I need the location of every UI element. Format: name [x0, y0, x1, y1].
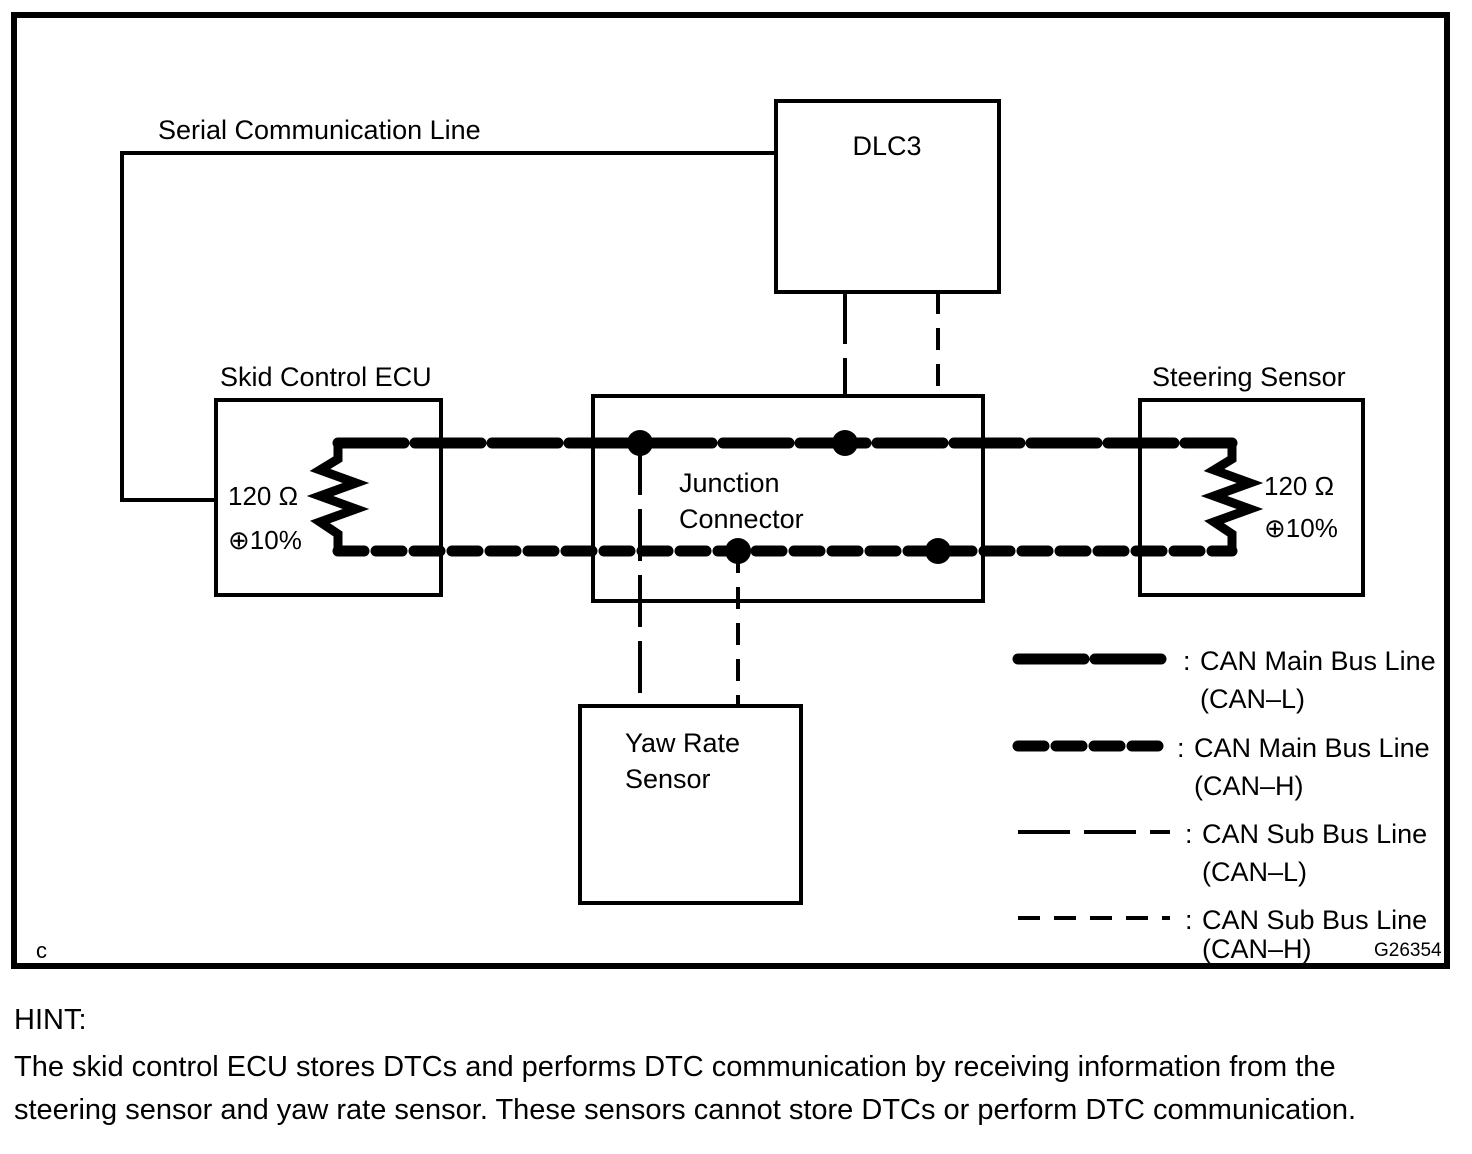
- hint-heading: HINT:: [14, 1004, 87, 1036]
- legend-separator-2: :: [1185, 819, 1193, 849]
- legend-label-2-line1: CAN Sub Bus Line: [1202, 819, 1427, 849]
- yaw-rate-sensor-label-line2: Sensor: [625, 764, 711, 794]
- yaw-rate-sensor-label-line1: Yaw Rate: [625, 728, 740, 758]
- skid-control-ecu-terminating-resistor: [306, 443, 370, 551]
- figure-code-label: G26354: [1374, 940, 1442, 961]
- skid-control-ecu-resistance-label: 120 Ω: [228, 481, 298, 511]
- junction-dot-can-l-yaw: [627, 430, 653, 456]
- steering-sensor-label: Steering Sensor: [1152, 362, 1346, 392]
- dlc3-label: DLC3: [852, 131, 921, 161]
- steering-sensor-box: [1138, 398, 1365, 597]
- hint-line-1: The skid control ECU stores DTCs and per…: [14, 1051, 1336, 1083]
- skid-control-ecu-tolerance-label: ⊕10%: [228, 525, 302, 555]
- hint-line-2: steering sensor and yaw rate sensor. The…: [14, 1094, 1356, 1126]
- legend-label-1-line2: (CAN–H): [1194, 771, 1304, 801]
- diagram-corner-mark: c: [36, 938, 47, 963]
- legend-separator-3: :: [1185, 905, 1193, 935]
- steering-sensor-resistance-label: 120 Ω: [1264, 471, 1334, 501]
- legend-label-3-line2: (CAN–H): [1202, 934, 1312, 964]
- junction-connector-box: [591, 394, 985, 603]
- diagram-frame: [11, 12, 1450, 969]
- legend-separator-1: :: [1177, 733, 1185, 763]
- legend-label-2-line2: (CAN–L): [1202, 857, 1307, 887]
- junction-dot-can-h-yaw: [725, 538, 751, 564]
- legend-separator-0: :: [1183, 646, 1191, 676]
- steering-sensor-tolerance-label: ⊕10%: [1264, 513, 1338, 543]
- junction-dot-can-h-dlc3: [925, 538, 951, 564]
- yaw-rate-sensor-box: [578, 704, 803, 905]
- legend-label-1-line1: CAN Main Bus Line: [1194, 733, 1430, 763]
- serial-communication-line: [120, 151, 775, 502]
- junction-connector-label-line2: Connector: [679, 504, 804, 534]
- junction-dot-can-l-dlc3: [832, 430, 858, 456]
- legend-label-3-line1: CAN Sub Bus Line: [1202, 905, 1427, 935]
- dlc3-box: [774, 99, 1001, 294]
- steering-sensor-terminating-resistor: [1200, 443, 1264, 551]
- legend-label-0-line2: (CAN–L): [1200, 684, 1305, 714]
- skid-control-ecu-label: Skid Control ECU: [220, 362, 432, 392]
- legend-label-0-line1: CAN Main Bus Line: [1200, 646, 1436, 676]
- junction-connector-label-line1: Junction: [679, 468, 780, 498]
- serial-communication-line-label: Serial Communication Line: [158, 115, 481, 145]
